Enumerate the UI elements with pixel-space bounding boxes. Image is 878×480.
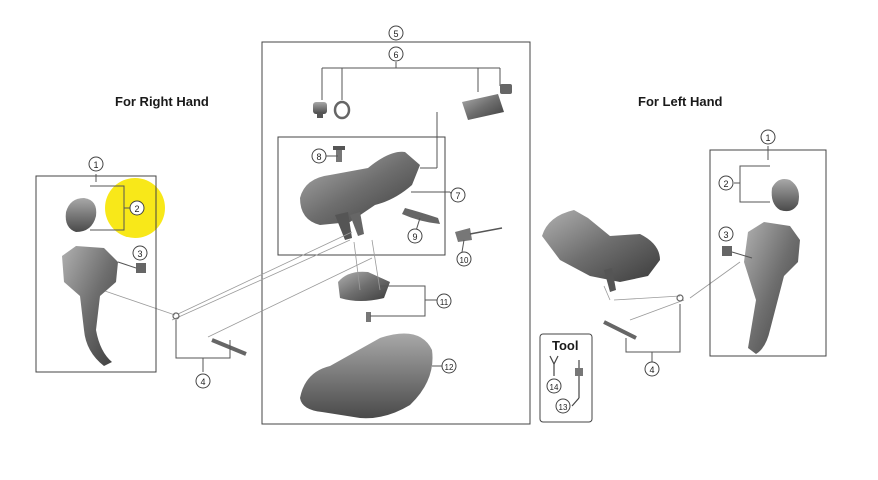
clamp-band-part [462, 84, 512, 120]
tool-box [539, 333, 593, 423]
left-hand-bracket-4 [625, 304, 681, 362]
tool-callout-14-label: 14 [550, 383, 559, 392]
right-hand-bracket-4 [175, 320, 231, 372]
rh-callout-4-label: 4 [200, 377, 205, 387]
right-hand-pin [211, 338, 247, 356]
callout-9: 9 [407, 228, 423, 244]
callout-12: 12 [441, 358, 457, 374]
hood-12-part [300, 333, 433, 419]
callout-11-label: 11 [440, 298, 449, 307]
callout-10: 10 [456, 251, 472, 267]
bracket-body-part [300, 151, 420, 240]
bolt-part [313, 102, 327, 118]
spring-9-part [402, 208, 440, 224]
callout-8-label: 8 [316, 152, 321, 162]
rh-callout-4: 4 [195, 373, 211, 389]
left-hand-clip [676, 294, 684, 302]
cable-10-part [455, 227, 503, 242]
tool-callout-13-label: 13 [559, 403, 568, 412]
tool-callout-13: 13 [555, 398, 571, 414]
lh-callout-2-label: 2 [723, 179, 728, 189]
lh-callout-4-label: 4 [649, 365, 654, 375]
rh-callout-3-label: 3 [137, 249, 142, 259]
washer-part [333, 100, 351, 120]
cover-11-part [338, 271, 390, 322]
right-hand-lever [62, 198, 146, 366]
left-hand-lever [722, 179, 800, 354]
left-hand-heading: For Left Hand [638, 94, 723, 109]
center-box [261, 41, 531, 425]
assembly-lines [101, 231, 741, 338]
screw-8-part [333, 146, 345, 162]
tool-14-icon [549, 355, 583, 407]
callout-6: 6 [388, 46, 404, 62]
callout-6-label: 6 [393, 50, 398, 60]
callout-11: 11 [436, 293, 452, 309]
rh-callout-2-label: 2 [134, 204, 139, 214]
callout-12-label: 12 [445, 363, 454, 372]
left-hand-pin [603, 320, 637, 340]
callout-7: 7 [450, 187, 466, 203]
lh-callout-1: 1 [760, 129, 776, 145]
tool-box-title: Tool [552, 338, 579, 353]
lh-callout-4: 4 [644, 361, 660, 377]
lh-callout-3: 3 [718, 226, 734, 242]
rh-callout-1-label: 1 [93, 160, 98, 170]
right-hand-bracket-2 [90, 174, 137, 269]
callout-5-label: 5 [393, 29, 398, 39]
rh-callout-2: 2 [129, 200, 145, 216]
lh-callout-2: 2 [718, 175, 734, 191]
bracket-6 [321, 62, 501, 169]
callout-10-label: 10 [460, 256, 469, 265]
center-inner-box [277, 136, 446, 256]
callout-9-label: 9 [412, 232, 417, 242]
right-hand-heading: For Right Hand [115, 94, 209, 109]
tool-callout-14: 14 [546, 378, 562, 394]
callout-5: 5 [388, 25, 404, 41]
left-bracket-body-part [542, 210, 660, 292]
callout-7-label: 7 [455, 191, 460, 201]
callout-8: 8 [311, 148, 327, 164]
left-hand-bracket-2 [731, 146, 770, 259]
lh-callout-1-label: 1 [765, 133, 770, 143]
right-hand-clip [172, 312, 180, 320]
rh-callout-3: 3 [132, 245, 148, 261]
lh-callout-3-label: 3 [723, 230, 728, 240]
rh-callout-1: 1 [88, 156, 104, 172]
